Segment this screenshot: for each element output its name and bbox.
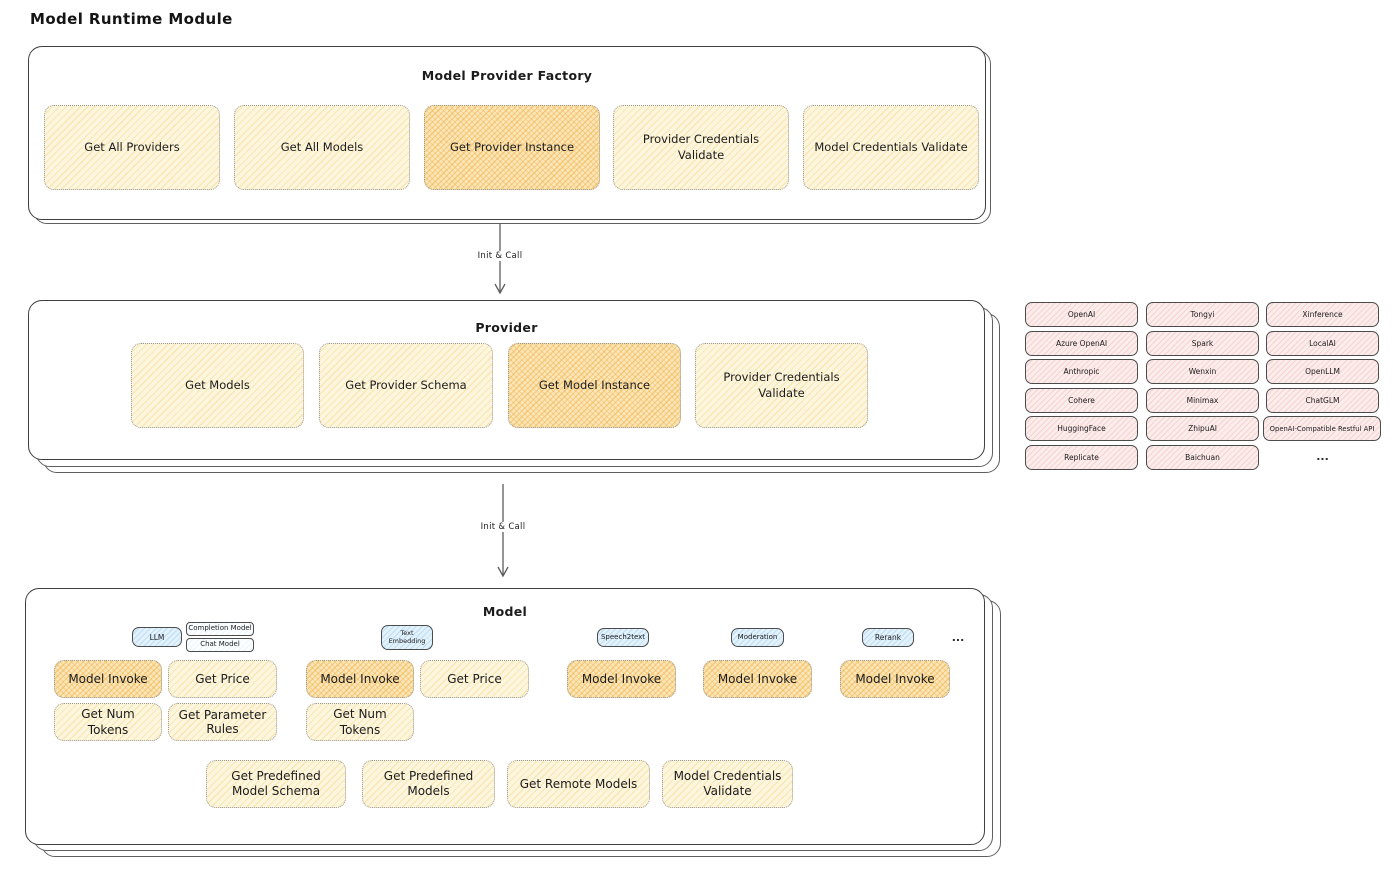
arrow-provider-to-model <box>497 484 509 578</box>
llm-fn-get-parameter-rules: Get Parameter Rules <box>168 703 277 741</box>
provider-item-minimax: Minimax <box>1146 388 1259 413</box>
provider-item-openai-compatible-restful-api: OpenAI-Compatible Restful API <box>1263 416 1381 441</box>
model-fn-get-predefined-models: Get Predefined Models <box>362 760 495 808</box>
factory-title: Model Provider Factory <box>421 68 593 83</box>
rerank-fn-model-invoke: Model Invoke <box>840 660 950 698</box>
model-fn-model-credentials-validate: Model Credentials Validate <box>662 760 793 808</box>
model-fn-get-predefined-model-schema: Get Predefined Model Schema <box>206 760 346 808</box>
factory-fn-get-all-providers: Get All Providers <box>44 105 220 190</box>
badge-completion-model: Completion Model <box>186 622 254 636</box>
factory-fn-get-all-models: Get All Models <box>234 105 410 190</box>
provider-item-replicate: Replicate <box>1025 445 1138 470</box>
llm-fn-get-price: Get Price <box>168 660 277 698</box>
page-title: Model Runtime Module <box>30 10 233 28</box>
badge-chat-model: Chat Model <box>186 638 254 652</box>
provider-fn-provider-credentials-validate: Provider Credentials Validate <box>695 343 868 428</box>
provider-item-tongyi: Tongyi <box>1146 302 1259 327</box>
model-fn-get-remote-models: Get Remote Models <box>507 760 650 808</box>
model-types-more-dots: ... <box>951 631 965 644</box>
llm-fn-model-invoke: Model Invoke <box>54 660 162 698</box>
moderation-fn-model-invoke: Model Invoke <box>703 660 812 698</box>
text-embedding-fn-get-num-tokens: Get Num Tokens <box>306 703 414 741</box>
badge-speech2text: Speech2text <box>597 628 649 647</box>
arrow-label-init-call-2: Init & Call <box>473 522 533 532</box>
provider-item-spark: Spark <box>1146 331 1259 356</box>
provider-fn-get-model-instance: Get Model Instance <box>508 343 681 428</box>
provider-item-wenxin: Wenxin <box>1146 359 1259 384</box>
provider-fn-get-models: Get Models <box>131 343 304 428</box>
provider-fn-get-provider-schema: Get Provider Schema <box>319 343 493 428</box>
provider-list-more-dots: ... <box>1316 450 1329 463</box>
badge-rerank: Rerank <box>862 628 914 647</box>
factory-fn-model-credentials-validate: Model Credentials Validate <box>803 105 979 190</box>
provider-item-baichuan: Baichuan <box>1146 445 1259 470</box>
provider-item-xinference: Xinference <box>1266 302 1379 327</box>
provider-item-azure-openai: Azure OpenAI <box>1025 331 1138 356</box>
model-title: Model <box>482 604 528 619</box>
speech2text-fn-model-invoke: Model Invoke <box>567 660 676 698</box>
provider-item-anthropic: Anthropic <box>1025 359 1138 384</box>
provider-item-zhipuai: ZhipuAI <box>1146 416 1259 441</box>
badge-moderation: Moderation <box>731 628 784 647</box>
provider-item-huggingface: HuggingFace <box>1025 416 1138 441</box>
factory-fn-provider-credentials-validate: Provider Credentials Validate <box>613 105 789 190</box>
provider-item-openllm: OpenLLM <box>1266 359 1379 384</box>
provider-item-localai: LocalAI <box>1266 331 1379 356</box>
provider-title: Provider <box>475 320 538 335</box>
badge-llm: LLM <box>132 627 182 647</box>
text-embedding-fn-model-invoke: Model Invoke <box>306 660 414 698</box>
llm-fn-get-num-tokens: Get Num Tokens <box>54 703 162 741</box>
text-embedding-fn-get-price: Get Price <box>420 660 529 698</box>
provider-item-openai: OpenAI <box>1025 302 1138 327</box>
provider-item-cohere: Cohere <box>1025 388 1138 413</box>
factory-fn-get-provider-instance: Get Provider Instance <box>424 105 600 190</box>
arrow-label-init-call-1: Init & Call <box>470 251 530 261</box>
badge-text-embedding: Text Embedding <box>381 625 433 650</box>
provider-item-chatglm: ChatGLM <box>1266 388 1379 413</box>
